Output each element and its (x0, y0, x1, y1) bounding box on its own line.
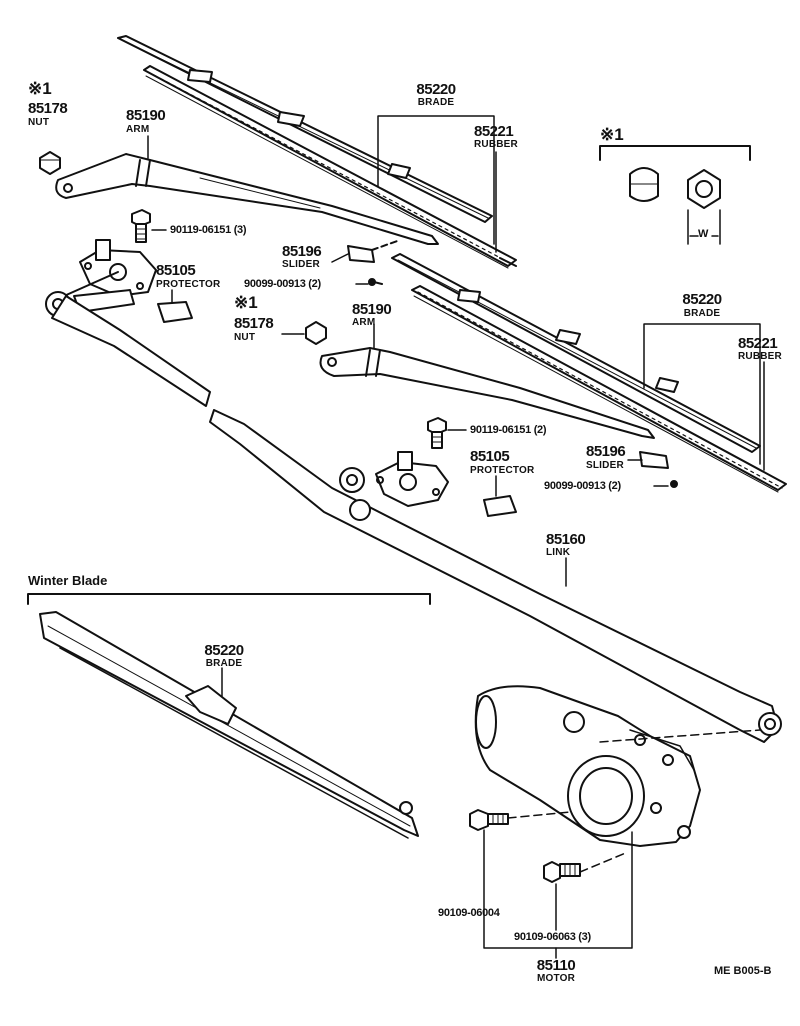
part-number-90099-upper: 90099-00913 (2) (244, 278, 321, 290)
part-number-90119-lower: 90119-06151 (2) (470, 424, 547, 436)
lower-arm-drawing (319, 347, 655, 439)
nut-mark-label-lower: ※1 (234, 293, 258, 312)
left-link-arm-drawing (45, 291, 211, 407)
nut-detail-drawing (599, 145, 751, 245)
part-number-85196-lower: 85196 (586, 443, 626, 460)
part-number-85220-lower: 85220 (682, 291, 722, 308)
part-name-nut-upper: NUT (28, 117, 50, 128)
w-dimension-label: W (698, 228, 709, 240)
part-name-brade-lower: BRADE (683, 308, 721, 319)
part-number-90109-06063: 90109-06063 (3) (514, 931, 591, 943)
part-number-85221-upper: 85221 (474, 123, 514, 140)
part-number-85110: 85110 (536, 957, 576, 974)
lower-blade-drawing (391, 253, 761, 453)
part-number-85196-upper: 85196 (282, 243, 322, 260)
lower-bolt-drawing (427, 417, 447, 449)
part-name-nut-lower: NUT (234, 332, 256, 343)
part-name-rubber-lower: RUBBER (738, 351, 782, 362)
lower-rubber-drawing (411, 285, 787, 493)
part-number-90119-upper: 90119-06151 (3) (170, 224, 247, 236)
part-number-85190-upper: 85190 (126, 107, 166, 124)
part-number-85105-lower: 85105 (470, 448, 510, 465)
part-number-85178-upper: 85178 (28, 100, 68, 117)
part-name-slider-upper: SLIDER (282, 259, 320, 270)
part-number-85160: 85160 (546, 531, 586, 548)
lower-slider-drawing (639, 451, 678, 488)
motor-drawing (474, 685, 761, 873)
upper-slider-drawing (347, 239, 401, 286)
part-number-90109-06004: 90109-06004 (438, 907, 500, 919)
part-name-arm-lower: ARM (352, 317, 376, 328)
main-link-drawing (209, 409, 782, 743)
lower-nut-drawing (305, 321, 327, 345)
part-name-motor: MOTOR (536, 973, 576, 984)
part-name-protector-lower: PROTECTOR (470, 465, 535, 476)
motor-bolt-b-drawing (543, 861, 581, 883)
upper-arm-drawing (55, 153, 439, 245)
part-number-85220-upper: 85220 (416, 81, 456, 98)
upper-nut-drawing (39, 151, 61, 175)
part-name-brade-winter: BRADE (205, 658, 243, 669)
part-number-85105-upper: 85105 (156, 262, 196, 279)
part-name-link: LINK (546, 547, 571, 558)
nut-mark-label-upper: ※1 (28, 79, 52, 98)
upper-rubber-drawing (143, 65, 517, 269)
part-name-rubber-upper: RUBBER (474, 139, 518, 150)
part-name-arm-upper: ARM (126, 124, 150, 135)
winter-blade-drawing (27, 593, 431, 839)
lower-pivot-drawing (375, 451, 449, 507)
leader-lines (147, 115, 765, 959)
part-name-protector-upper: PROTECTOR (156, 279, 221, 290)
motor-bolt-a-drawing (469, 809, 509, 831)
part-name-slider-lower: SLIDER (586, 460, 624, 471)
upper-bolt-drawing (131, 209, 151, 243)
upper-protector-drawing (157, 301, 193, 323)
diagram-code: ME B005-B (714, 965, 772, 977)
part-number-85178-lower: 85178 (234, 315, 274, 332)
part-number-85190-lower: 85190 (352, 301, 392, 318)
upper-pivot-drawing (63, 239, 157, 313)
nut-mark-label-detail: ※1 (600, 125, 624, 144)
upper-blade-drawing (117, 35, 493, 223)
part-number-90099-lower: 90099-00913 (2) (544, 480, 621, 492)
part-number-85220-winter: 85220 (204, 642, 244, 659)
part-name-brade-upper: BRADE (417, 97, 455, 108)
winter-blade-title: Winter Blade (28, 573, 108, 588)
part-number-85221-lower: 85221 (738, 335, 778, 352)
lower-protector-drawing (483, 495, 517, 517)
